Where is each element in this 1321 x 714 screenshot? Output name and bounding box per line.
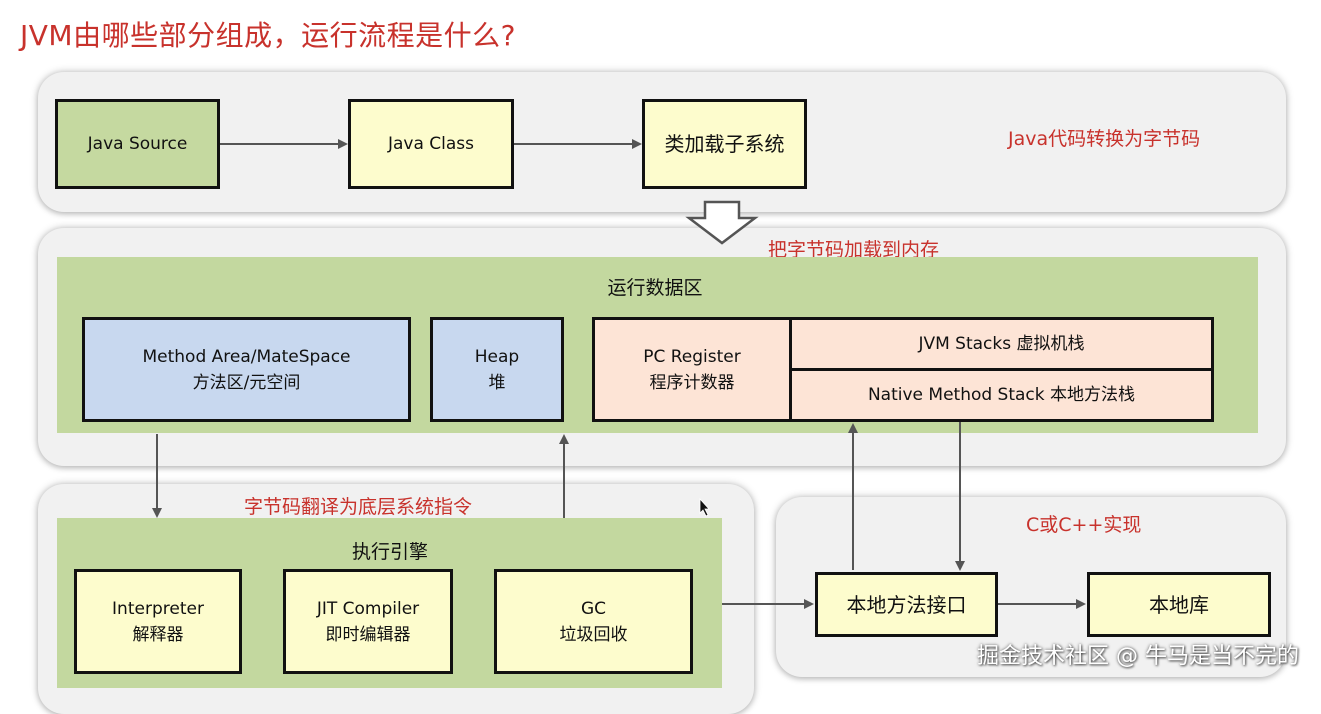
jit-compiler-label-en: JIT Compiler bbox=[316, 598, 420, 619]
java-class-box: Java Class bbox=[348, 99, 514, 189]
gc-box: GC 垃圾回收 bbox=[494, 569, 693, 674]
native-library-box: 本地库 bbox=[1087, 572, 1271, 637]
native-impl-annotation: C或C++实现 bbox=[1026, 514, 1142, 536]
engine-title: 执行引擎 bbox=[351, 541, 428, 563]
pc-register-label-cn: 程序计数器 bbox=[649, 372, 735, 393]
mouse-cursor-icon bbox=[699, 497, 710, 517]
translate-annotation: 字节码翻译为底层系统指令 bbox=[244, 496, 473, 518]
native-interface-box: 本地方法接口 bbox=[815, 572, 998, 637]
java-source-label: Java Source bbox=[87, 134, 188, 154]
interpreter-box: Interpreter 解释器 bbox=[74, 569, 242, 674]
heap-box: Heap 堆 bbox=[430, 317, 564, 422]
watermark: 掘金技术社区 @ 牛马是当不完的 bbox=[977, 644, 1299, 669]
connector-layer bbox=[152, 139, 1086, 609]
pc-register-box: PC Register 程序计数器 bbox=[592, 317, 792, 422]
code-to-bytecode-annotation: Java代码转换为字节码 bbox=[1008, 128, 1201, 150]
pc-register-label-en: PC Register bbox=[643, 346, 741, 367]
class-loader-box: 类加载子系统 bbox=[642, 99, 807, 189]
method-area-box: Method Area/MateSpace 方法区/元空间 bbox=[82, 317, 411, 422]
jit-compiler-label-cn: 即时编辑器 bbox=[325, 624, 411, 645]
jit-compiler-box: JIT Compiler 即时编辑器 bbox=[283, 569, 453, 674]
page-title: JVM由哪些部分组成，运行流程是什么? bbox=[20, 19, 516, 52]
heap-label-en: Heap bbox=[474, 346, 520, 367]
java-source-box: Java Source bbox=[55, 99, 220, 189]
native-stack-label: Native Method Stack 本地方法栈 bbox=[867, 385, 1136, 405]
native-stack-box: Native Method Stack 本地方法栈 bbox=[789, 368, 1214, 422]
interpreter-label-cn: 解释器 bbox=[132, 624, 184, 645]
method-area-label-en: Method Area/MateSpace bbox=[142, 346, 351, 367]
gc-label-cn: 垃圾回收 bbox=[559, 624, 628, 645]
method-area-label-cn: 方法区/元空间 bbox=[192, 372, 301, 393]
runtime-area-title: 运行数据区 bbox=[607, 277, 703, 299]
native-interface-label: 本地方法接口 bbox=[846, 592, 967, 617]
heap-label-cn: 堆 bbox=[488, 372, 506, 393]
java-class-label: Java Class bbox=[387, 134, 475, 154]
class-loader-label: 类加载子系统 bbox=[664, 132, 785, 156]
gc-label-en: GC bbox=[580, 598, 607, 619]
load-to-memory-annotation: 把字节码加载到内存 bbox=[768, 239, 940, 261]
interpreter-label-en: Interpreter bbox=[112, 598, 204, 619]
jvm-stacks-label: JVM Stacks 虚拟机栈 bbox=[918, 334, 1085, 354]
native-library-label: 本地库 bbox=[1149, 592, 1209, 617]
hollow-down-arrow bbox=[685, 200, 759, 245]
